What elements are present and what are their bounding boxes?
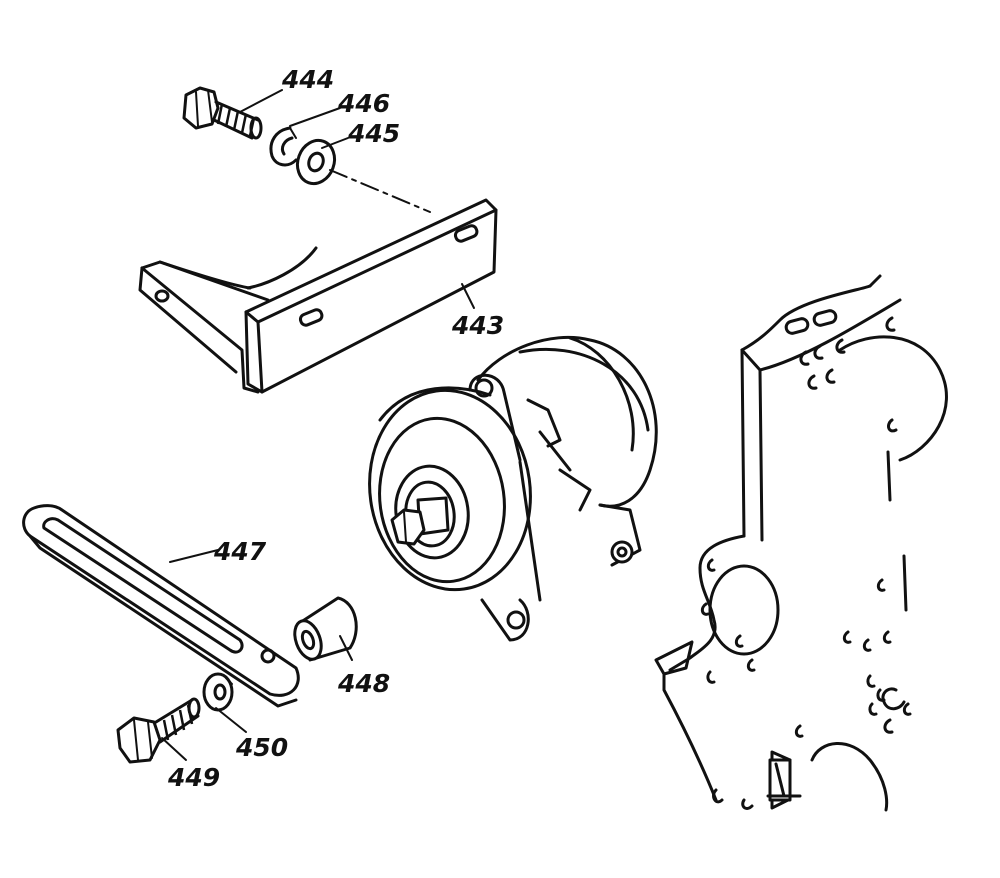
lock-washer-446 bbox=[269, 126, 298, 167]
engine-block bbox=[654, 274, 948, 812]
lock-washer-450 bbox=[202, 672, 234, 712]
flat-washer-445 bbox=[295, 138, 337, 186]
bolt-444 bbox=[182, 86, 263, 140]
bolt-449 bbox=[116, 697, 201, 764]
upper-bracket-443 bbox=[138, 198, 498, 394]
label-445: 445 bbox=[347, 119, 400, 148]
spacer-448 bbox=[293, 596, 358, 662]
alternator bbox=[368, 335, 658, 642]
leader-lines bbox=[161, 89, 475, 761]
label-443: 443 bbox=[451, 311, 504, 340]
adjusting-strap-447 bbox=[22, 504, 300, 708]
label-444: 444 bbox=[281, 65, 334, 94]
label-449: 449 bbox=[167, 763, 220, 792]
label-448: 448 bbox=[337, 669, 390, 698]
label-447: 447 bbox=[213, 537, 267, 566]
label-450: 450 bbox=[235, 733, 288, 762]
label-446: 446 bbox=[337, 89, 390, 118]
